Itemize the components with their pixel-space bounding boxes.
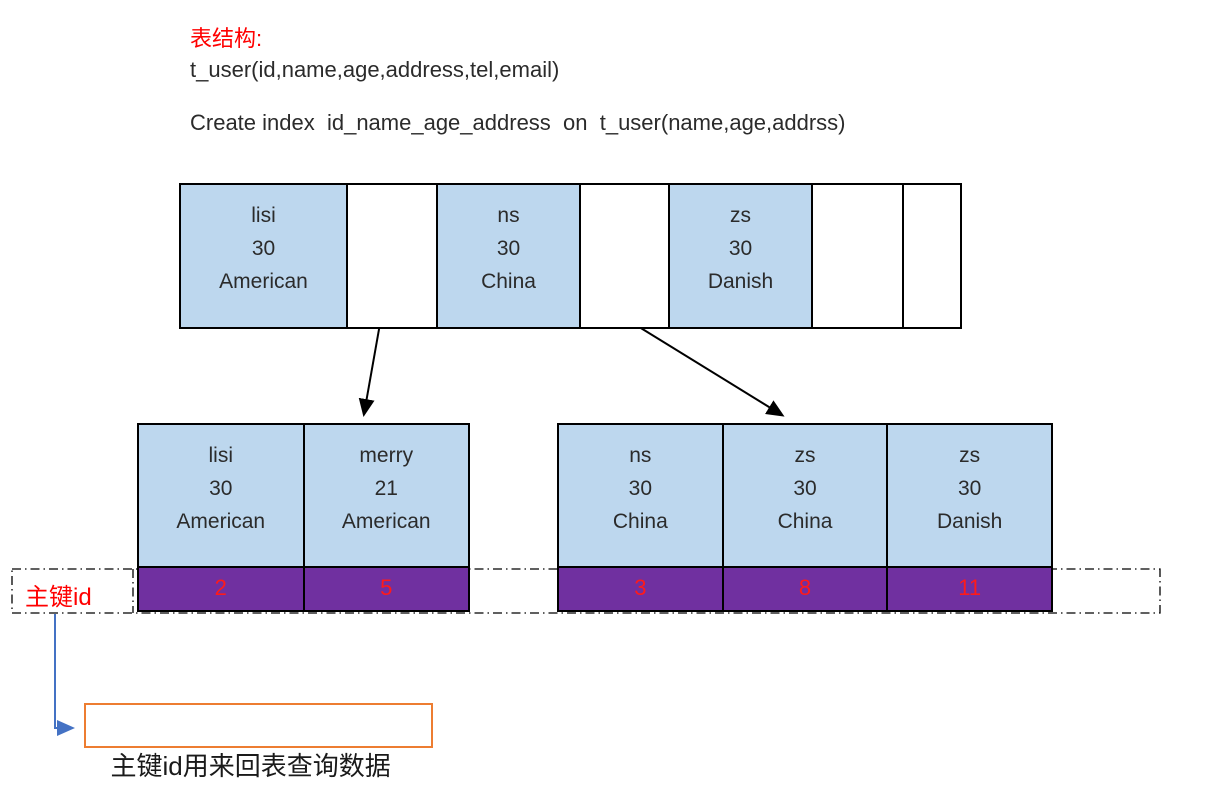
- primary-key-label: 主键id: [25, 584, 92, 611]
- key-line: 30: [728, 237, 753, 260]
- index-root-node: lisi 30 American ns 30 China zs 30 Danis…: [179, 183, 962, 329]
- key-line: 30: [209, 477, 233, 500]
- key-line: merry: [359, 444, 414, 467]
- key-line: American: [341, 510, 431, 533]
- key-line: lisi: [251, 204, 276, 227]
- key-line: 30: [496, 237, 521, 260]
- schema-label: 表结构:: [190, 26, 263, 51]
- pk-callout-elbow-arrow: [54, 614, 75, 736]
- key-line: 30: [251, 237, 276, 260]
- leaf-entry: ns 30 China 3: [559, 425, 722, 610]
- key-line: zs: [794, 444, 816, 467]
- leaf-entry: zs 30 China 8: [721, 425, 887, 610]
- create-index-statement: Create index id_name_age_address on t_us…: [190, 110, 846, 135]
- leaf-node-left: lisi 30 American 2 merry 21 American 5: [137, 423, 470, 612]
- primary-key-cell: 5: [304, 566, 468, 610]
- leaf-entry: merry 21 American 5: [302, 425, 468, 610]
- key-line: 30: [793, 477, 817, 500]
- key-line: zs: [959, 444, 981, 467]
- leaf-key-cell: ns 30 China: [559, 425, 722, 566]
- key-line: lisi: [208, 444, 234, 467]
- leaf-key-cell: merry 21 American: [304, 425, 468, 566]
- primary-key-cell: 8: [723, 566, 887, 610]
- key-line: ns: [497, 204, 520, 227]
- key-line: China: [777, 510, 833, 533]
- primary-key-cell: 2: [139, 566, 303, 610]
- key-line: American: [219, 270, 308, 293]
- leaf-key-cell: zs 30 Danish: [888, 425, 1052, 566]
- leaf-key-cell: zs 30 China: [723, 425, 887, 566]
- key-line: ns: [629, 444, 652, 467]
- table-definition-text: t_user(id,name,age,address,tel,email): [190, 57, 560, 82]
- key-line: 30: [958, 477, 982, 500]
- root-key-cell: lisi 30 American: [181, 185, 348, 327]
- primary-key-cell: 11: [888, 566, 1052, 610]
- key-line: China: [612, 510, 668, 533]
- cell-divider: [902, 185, 904, 327]
- leaf-node-right: ns 30 China 3 zs 30 China 8 zs 30 Danish…: [557, 423, 1053, 612]
- key-line: China: [481, 270, 536, 293]
- callout-text: 主键id用来回表查询数据: [110, 751, 391, 781]
- leaf-entry: lisi 30 American 2: [139, 425, 303, 610]
- leaf-entry: zs 30 Danish 11: [886, 425, 1052, 610]
- callout-box: 主键id用来回表查询数据: [84, 703, 433, 781]
- key-line: Danish: [707, 270, 774, 293]
- primary-key-cell: 3: [559, 566, 722, 610]
- key-line: Danish: [936, 510, 1003, 533]
- root-key-cell: zs 30 Danish: [668, 185, 813, 327]
- key-line: 30: [628, 477, 653, 500]
- key-line: 21: [374, 477, 398, 500]
- leaf-key-cell: lisi 30 American: [139, 425, 303, 566]
- key-line: American: [176, 510, 266, 533]
- pointer-arrow-left: [358, 317, 382, 417]
- root-key-cell: ns 30 China: [436, 185, 581, 327]
- key-line: zs: [730, 204, 751, 227]
- pointer-arrow-right: [622, 316, 785, 417]
